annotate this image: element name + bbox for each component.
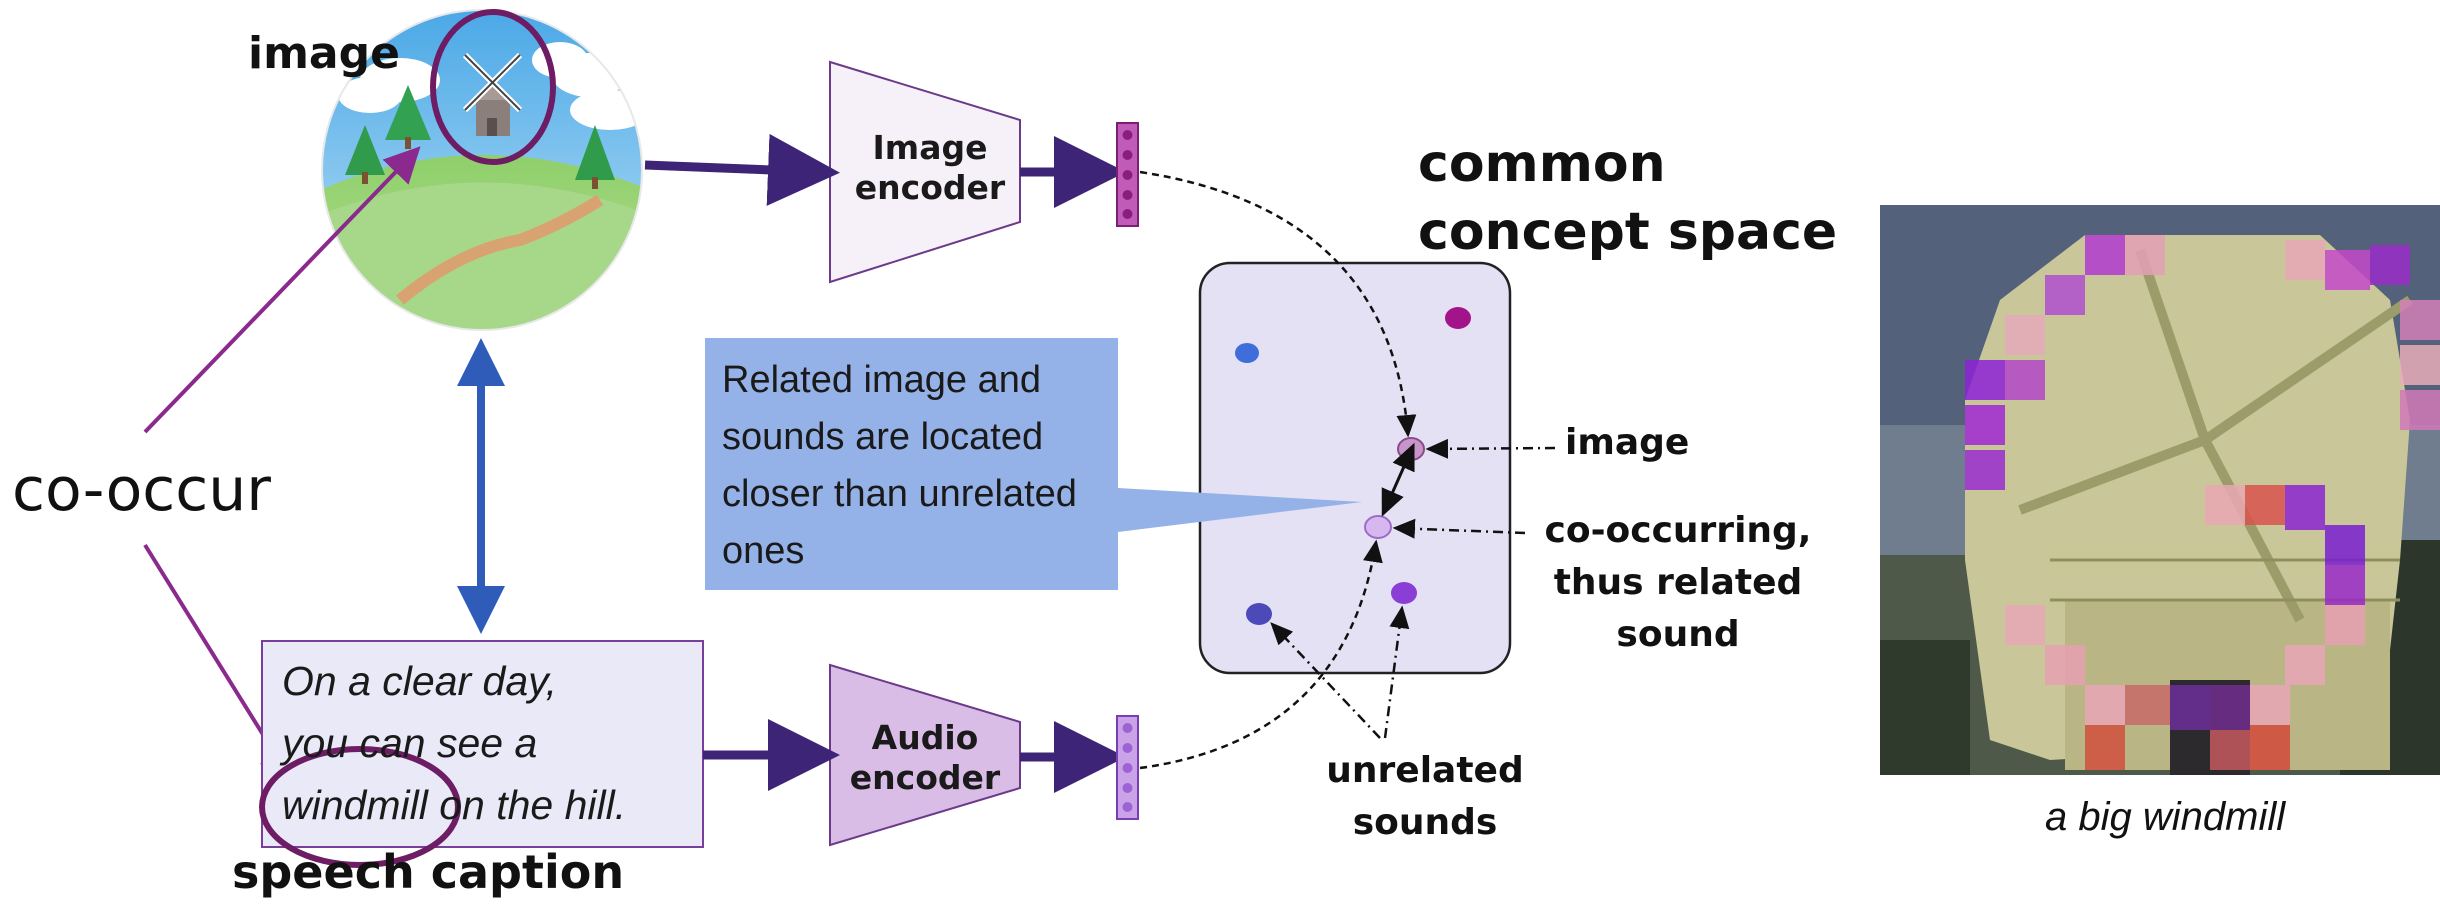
speech-caption-label: speech caption <box>232 845 625 899</box>
related-sound-label: co-occurring, thus related sound <box>1544 510 1812 655</box>
concept-space-box <box>1198 261 1512 675</box>
audio-vector-mapping-curve <box>1139 539 1383 770</box>
heatmap-caption: a big windmill <box>2045 795 2286 839</box>
callout-text: Related image and sounds are located clo… <box>722 359 1077 572</box>
callout-box <box>705 338 1362 590</box>
image-point-label: image <box>1565 422 1690 463</box>
speech-caption-text: On a clear day, you can see a windmill o… <box>282 658 627 828</box>
proximity-arrow <box>1381 442 1415 517</box>
speech-caption-box <box>261 640 704 848</box>
landscape-image <box>322 10 642 330</box>
audio-encoder-label: Audio encoder <box>849 718 1001 797</box>
unrelated-sound-point-2 <box>1246 603 1272 625</box>
concept-dot-magenta <box>1445 307 1471 329</box>
concept-space-title: common concept space <box>1418 134 1838 262</box>
related-sound-point <box>1364 515 1392 539</box>
image-encoder-label: Image encoder <box>854 128 1006 207</box>
image-to-encoder-arrow <box>644 133 840 206</box>
image-label: image <box>248 28 400 79</box>
windmill-heatmap-image <box>1880 205 2440 775</box>
image-embedding-point <box>1397 437 1425 461</box>
co-occur-arrow-to-image <box>143 146 421 434</box>
image-encoder-shape <box>829 60 1021 284</box>
co-occur-label: co-occur <box>12 455 271 525</box>
windmill-highlight-ellipse <box>430 9 556 165</box>
unrelated-sounds-label: unrelated sounds <box>1326 750 1524 843</box>
unrelated-sound-point-1 <box>1391 582 1417 604</box>
unrelated-pointer-1 <box>1270 622 1381 739</box>
image-vector-mapping-curve <box>1139 170 1417 438</box>
audio-embedding-vector <box>1116 715 1139 820</box>
image-embedding-vector <box>1116 122 1139 227</box>
concept-dot-blue <box>1235 343 1259 363</box>
landscape-border <box>321 9 643 331</box>
word-highlight-ellipse <box>259 746 461 868</box>
